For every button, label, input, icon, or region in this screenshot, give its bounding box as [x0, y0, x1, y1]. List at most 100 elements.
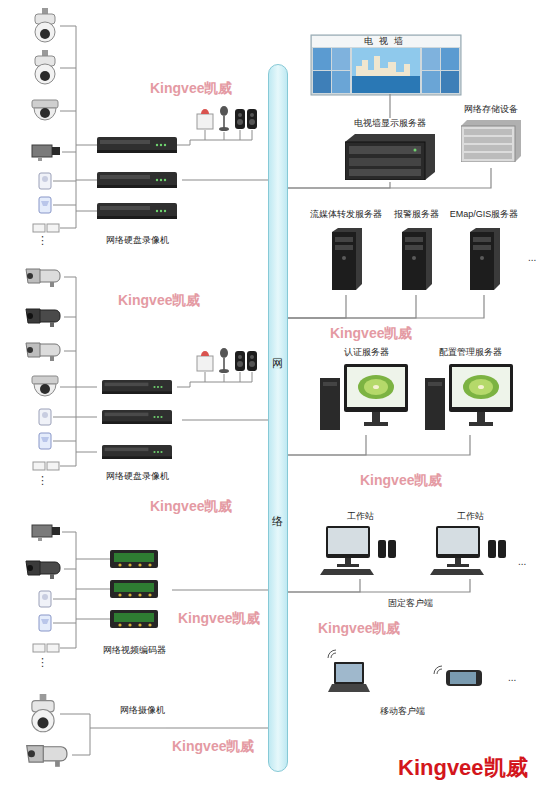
bullet-camera: [26, 269, 60, 287]
wire: [60, 714, 166, 755]
encoder: [110, 580, 158, 598]
watermark: Kingvee凯威: [360, 472, 442, 489]
sensor: [39, 591, 51, 607]
dome-camera: [32, 376, 58, 396]
computer: [425, 364, 513, 430]
network-link: [288, 168, 491, 188]
harbor-sea: [352, 76, 420, 93]
node-label: 流媒体转发服务器: [309, 209, 383, 220]
speaker: [235, 109, 245, 129]
screen-tile: [352, 48, 420, 93]
network-link: [182, 179, 268, 180]
sensor: [39, 409, 51, 425]
node-label: 网: [272, 357, 283, 369]
more-devices: ...: [518, 556, 526, 568]
sensor: [39, 173, 51, 189]
workstation: 工作站: [318, 511, 402, 579]
nvr: [102, 445, 172, 459]
dome-camera: [32, 100, 58, 120]
workstation-pc: [430, 526, 506, 575]
network-link: [288, 435, 366, 455]
camera-column: [26, 525, 60, 652]
nvr-group: 网络硬盘录像机: [92, 130, 182, 246]
door-contact: [33, 462, 59, 470]
screen-tile: [332, 71, 350, 93]
nvr-group: 网络硬盘录像机: [92, 370, 182, 482]
microphone: [219, 348, 229, 373]
encoder: [110, 610, 158, 628]
brand-logo: Kingvee凯威: [398, 755, 528, 781]
speaker: [247, 109, 257, 129]
more-devices: ⋮: [37, 474, 48, 487]
workstation: 工作站: [428, 511, 512, 579]
wall-frame: [311, 35, 461, 95]
bullet-camera: [26, 343, 60, 361]
screen-tile: [441, 48, 459, 70]
more-devices: ⋮: [37, 656, 48, 669]
screen-tile: [422, 71, 440, 93]
tower-server: [402, 228, 432, 290]
auth-server: 认证服务器: [318, 347, 414, 435]
watermark: Kingvee凯威: [150, 498, 232, 515]
streaming-server: 流媒体转发服务器: [303, 209, 389, 295]
screen-tile: [441, 71, 459, 93]
camera-wires: [53, 277, 252, 466]
storage-array: [461, 120, 521, 162]
group-label: 移动客户端: [380, 706, 425, 717]
pir-sensor: [39, 615, 51, 631]
network-link: [288, 435, 470, 455]
network-link: [288, 579, 470, 592]
video-wall: 电视墙: [312, 36, 460, 94]
node-label: 网络存储设备: [463, 104, 519, 115]
watermark: Kingvee凯威: [178, 610, 260, 627]
tower-server: [470, 228, 500, 290]
node-label: 认证服务器: [343, 347, 390, 358]
node-label: 网络硬盘录像机: [105, 235, 170, 246]
network-link: [182, 419, 268, 420]
node-label: 工作站: [346, 511, 375, 522]
speaker: [235, 351, 245, 371]
node-label: 网络摄像机: [119, 705, 166, 716]
ptz-camera: [32, 694, 54, 732]
tower-server: [332, 228, 362, 290]
wall-band: [312, 36, 460, 47]
siren: [197, 109, 213, 129]
alarm-server: 报警服务器: [390, 209, 442, 295]
nvr: [97, 172, 177, 188]
network-link: [288, 295, 484, 318]
harbor-city: [356, 56, 410, 76]
camera-wires: [53, 26, 252, 228]
microphone: [219, 106, 229, 131]
network-bus: 网络: [268, 64, 288, 772]
storage-device: 网络存储设备: [455, 104, 527, 168]
pir-sensor: [39, 197, 51, 213]
camera-wires: [53, 532, 110, 648]
nvr: [97, 137, 177, 153]
ir-camera: [26, 309, 60, 327]
node-label: 络: [272, 515, 283, 527]
emap-server: EMap/GIS服务器: [444, 209, 524, 295]
wire: [53, 26, 97, 228]
node-label: 报警服务器: [393, 209, 440, 220]
screen-tile: [313, 48, 331, 70]
phone: [434, 666, 482, 686]
box-camera: [32, 145, 60, 161]
camera-column: [32, 8, 60, 232]
computer: [320, 364, 408, 430]
ip-camera-group: 网络摄像机: [20, 705, 166, 775]
node-label: 电视墙: [363, 36, 410, 47]
network-link: [166, 727, 268, 728]
door-contact: [33, 224, 59, 232]
watermark: Kingvee凯威: [318, 620, 400, 637]
node-label: EMap/GIS服务器: [449, 209, 520, 220]
speaker: [247, 351, 257, 371]
encoder: [110, 550, 158, 568]
camera-column: [26, 269, 60, 470]
display-server: 电视墙显示服务器: [340, 118, 440, 182]
workstation-pc: [320, 526, 396, 575]
network-link: [172, 589, 268, 590]
node-label: 配置管理服务器: [438, 347, 503, 358]
more-devices: ...: [528, 252, 536, 264]
network-link: [288, 182, 390, 188]
